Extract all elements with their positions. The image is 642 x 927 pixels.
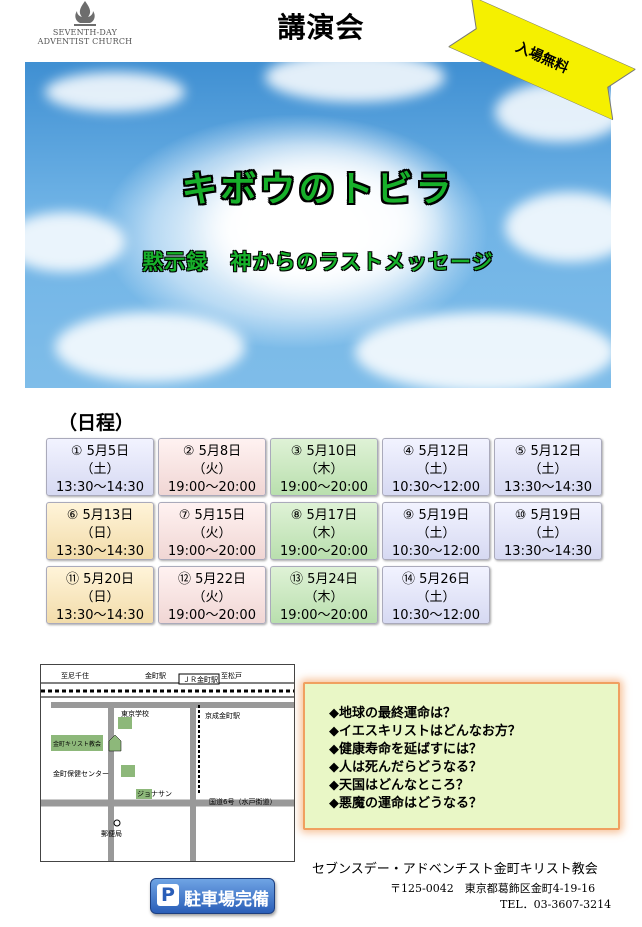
schedule-time: 19:00～20:00	[280, 480, 368, 495]
question-item: ◆悪魔の運命はどうなる？	[329, 796, 482, 811]
church-tel: TEL．03-3607-3214	[500, 898, 612, 911]
schedule-cell: ④ 5月12日 （土） 10:30～12:00	[382, 438, 490, 496]
schedule-date: ⑩ 5月19日	[514, 508, 582, 523]
banner-title: キボウのトビラ	[181, 169, 455, 210]
schedule-date: ⑬ 5月24日	[290, 572, 358, 587]
schedule-time: 19:00～20:00	[168, 480, 256, 495]
schedule-time: 19:00～20:00	[168, 608, 256, 623]
map-label: 至尼千住	[61, 672, 89, 680]
schedule-day: （土）	[416, 526, 456, 541]
schedule-date: ① 5月5日	[70, 444, 130, 459]
banner-subtitle: 黙示録 神からのラストメッセージ	[142, 250, 494, 274]
schedule-date: ⑭ 5月26日	[402, 572, 470, 587]
map-label: 至松戸	[221, 672, 242, 680]
map-label: 京成金町駅	[205, 712, 240, 720]
schedule-time: 13:30～14:30	[504, 544, 592, 559]
schedule-date: ⑧ 5月17日	[290, 508, 358, 523]
schedule-cell: ⑨ 5月19日 （土） 10:30～12:00	[382, 502, 490, 560]
map-label: 郵便局	[101, 830, 122, 838]
schedule-cell: ⑭ 5月26日 （土） 10:30～12:00	[382, 566, 490, 624]
schedule-day: （木）	[304, 590, 344, 605]
schedule-time: 13:30～14:30	[56, 608, 144, 623]
parking-text: 駐車場完備	[184, 890, 269, 910]
free-admission-badge: 入場無料	[448, 0, 636, 121]
schedule-date: ⑨ 5月19日	[402, 508, 470, 523]
map-label: 金町駅	[145, 672, 166, 680]
flame-icon	[74, 1, 96, 26]
schedule-day: （木）	[304, 462, 344, 477]
map-label: ジョナサン	[137, 790, 172, 798]
schedule-day: （火）	[192, 462, 232, 477]
question-item: ◆天国はどんなところ？	[329, 778, 469, 793]
schedule-date: ⑫ 5月22日	[178, 572, 246, 587]
schedule-cell: ⑦ 5月15日 （火） 19:00～20:00	[158, 502, 266, 560]
schedule-cell: ⑧ 5月17日 （木） 19:00～20:00	[270, 502, 378, 560]
schedule-time: 19:00～20:00	[280, 608, 368, 623]
schedule-day: （火）	[192, 526, 232, 541]
page-title: 講演会	[277, 11, 365, 44]
schedule-day: （土）	[416, 462, 456, 477]
schedule-time: 10:30～12:00	[392, 544, 480, 559]
schedule-time: 10:30～12:00	[392, 608, 480, 623]
map-label: 金町保健センター	[53, 770, 109, 778]
access-map: 至尼千住 金町駅 至松戸 ＪＲ金町駅 京成金町駅 東京学校 金町キリスト教会 金…	[40, 664, 295, 862]
schedule-day: （土）	[528, 526, 568, 541]
schedule-cell: ⑫ 5月22日 （火） 19:00～20:00	[158, 566, 266, 624]
schedule-date: ② 5月8日	[182, 444, 242, 459]
parking-badge: P 駐車場完備	[150, 878, 275, 914]
schedule-day: （土）	[528, 462, 568, 477]
schedule-cell: ⑥ 5月13日 （日） 13:30～14:30	[46, 502, 154, 560]
schedule-cell: ② 5月8日 （火） 19:00～20:00	[158, 438, 266, 496]
schedule-cell: ⑤ 5月12日 （土） 13:30～14:30	[494, 438, 602, 496]
church-address: 〒125-0042 東京都葛飾区金町4-19-16	[390, 882, 596, 895]
church-logo: SEVENTH-DAY ADVENTIST CHURCH	[30, 0, 140, 52]
schedule-cell: ③ 5月10日 （木） 19:00～20:00	[270, 438, 378, 496]
schedule-time: 10:30～12:00	[392, 480, 480, 495]
logo-line1: SEVENTH-DAY	[52, 28, 118, 37]
schedule-heading: （日程）	[58, 412, 135, 434]
question-item: ◆健康寿命を延ばすには？	[329, 742, 482, 757]
schedule-cell: ⑬ 5月24日 （木） 19:00～20:00	[270, 566, 378, 624]
schedule-cell: ⑪ 5月20日 （日） 13:30～14:30	[46, 566, 154, 624]
question-item: ◆地球の最終運命は？	[329, 706, 456, 721]
questions-box: ◆地球の最終運命は？ ◆イエスキリストはどんなお方？ ◆健康寿命を延ばすには？ …	[303, 682, 620, 830]
schedule-time: 19:00～20:00	[168, 544, 256, 559]
schedule-day: （土）	[416, 590, 456, 605]
schedule-cell: ⑩ 5月19日 （土） 13:30～14:30	[494, 502, 602, 560]
schedule-day: （木）	[304, 526, 344, 541]
map-label: 東京学校	[121, 710, 149, 718]
question-item: ◆人は死んだらどうなる？	[329, 760, 482, 775]
schedule-time: 19:00～20:00	[280, 544, 368, 559]
parking-icon: P	[157, 884, 179, 906]
map-label: 金町キリスト教会	[53, 741, 102, 748]
schedule-date: ③ 5月10日	[290, 444, 358, 459]
map-label: 国道6号（水戸街道）	[209, 798, 277, 806]
map-label: ＪＲ金町駅	[183, 676, 218, 684]
hero-banner: キボウのトビラ 黙示録 神からのラストメッセージ	[25, 62, 611, 388]
church-name: セブンスデー・アドベンチスト金町キリスト教会	[312, 862, 598, 877]
logo-line2: ADVENTIST CHURCH	[37, 37, 133, 46]
schedule-date: ④ 5月12日	[402, 444, 470, 459]
schedule-date: ⑤ 5月12日	[514, 444, 582, 459]
schedule-day: （日）	[80, 590, 120, 605]
schedule-day: （日）	[80, 526, 120, 541]
question-item: ◆イエスキリストはどんなお方？	[329, 724, 521, 739]
schedule-day: （土）	[80, 462, 120, 477]
schedule-time: 13:30～14:30	[504, 480, 592, 495]
schedule-time: 13:30～14:30	[56, 480, 144, 495]
schedule-date: ⑪ 5月20日	[66, 572, 134, 587]
schedule-time: 13:30～14:30	[56, 544, 144, 559]
schedule-cell: ① 5月5日 （土） 13:30～14:30	[46, 438, 154, 496]
schedule-date: ⑦ 5月15日	[178, 508, 246, 523]
schedule-date: ⑥ 5月13日	[66, 508, 134, 523]
schedule-day: （火）	[192, 590, 232, 605]
